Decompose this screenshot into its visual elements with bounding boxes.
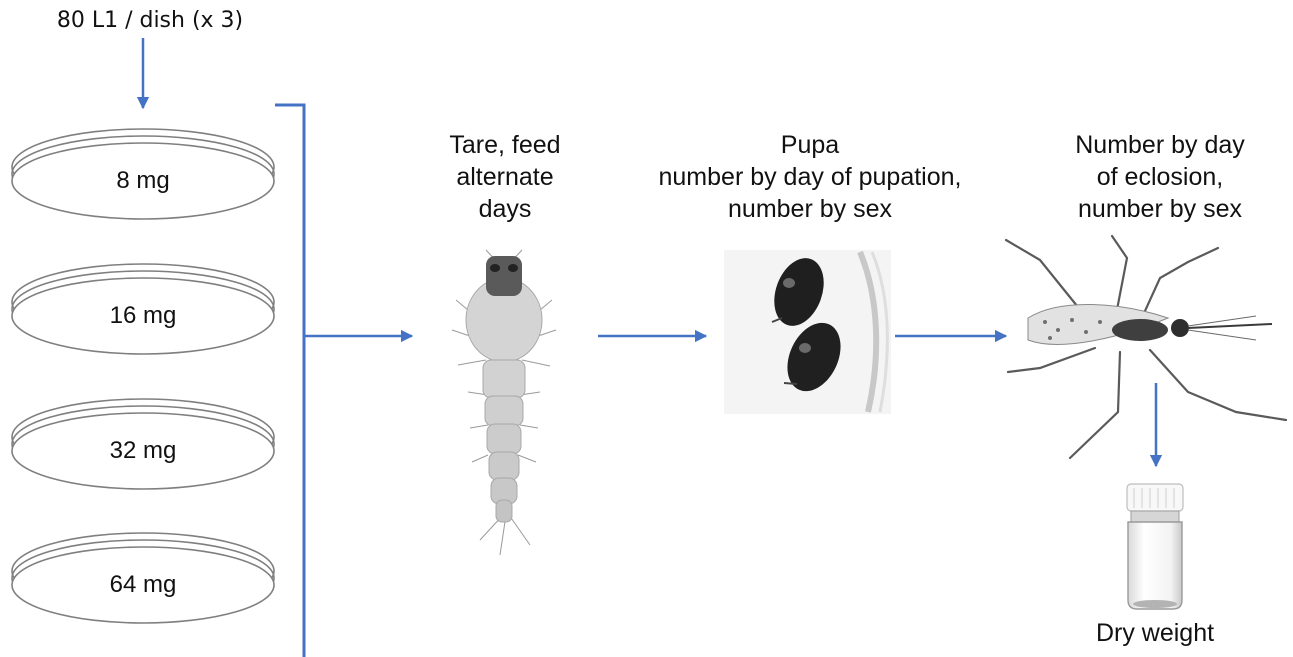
dry-weight-label: Dry weight [1060,618,1250,648]
larva-photo [445,243,561,556]
dish-label-16mg: 16 mg [68,302,218,330]
dish-label-32mg: 32 mg [68,437,218,465]
stage-adult-line: of eclosion, [1040,162,1280,192]
stage-larva-line: alternate [410,162,600,192]
stage-adult-line: number by sex [1040,194,1280,224]
vial-photo [1127,484,1183,609]
stage-pupa-line: Pupa [630,130,990,160]
stage-pupa-line: number by sex [630,194,990,224]
stage-larva-line: days [410,194,600,224]
pupae-photo [724,250,891,414]
dish-label-64mg: 64 mg [68,571,218,599]
stage-pupa-line: number by day of pupation, [630,162,990,192]
stage-adult-line: Number by day [1040,130,1280,160]
mosquito-photo [1006,236,1286,458]
stage-larva-line: Tare, feed [410,130,600,160]
bracket [275,105,304,657]
input-label: 80 L1 / dish (x 3) [20,6,280,36]
dish-label-8mg: 8 mg [68,167,218,195]
